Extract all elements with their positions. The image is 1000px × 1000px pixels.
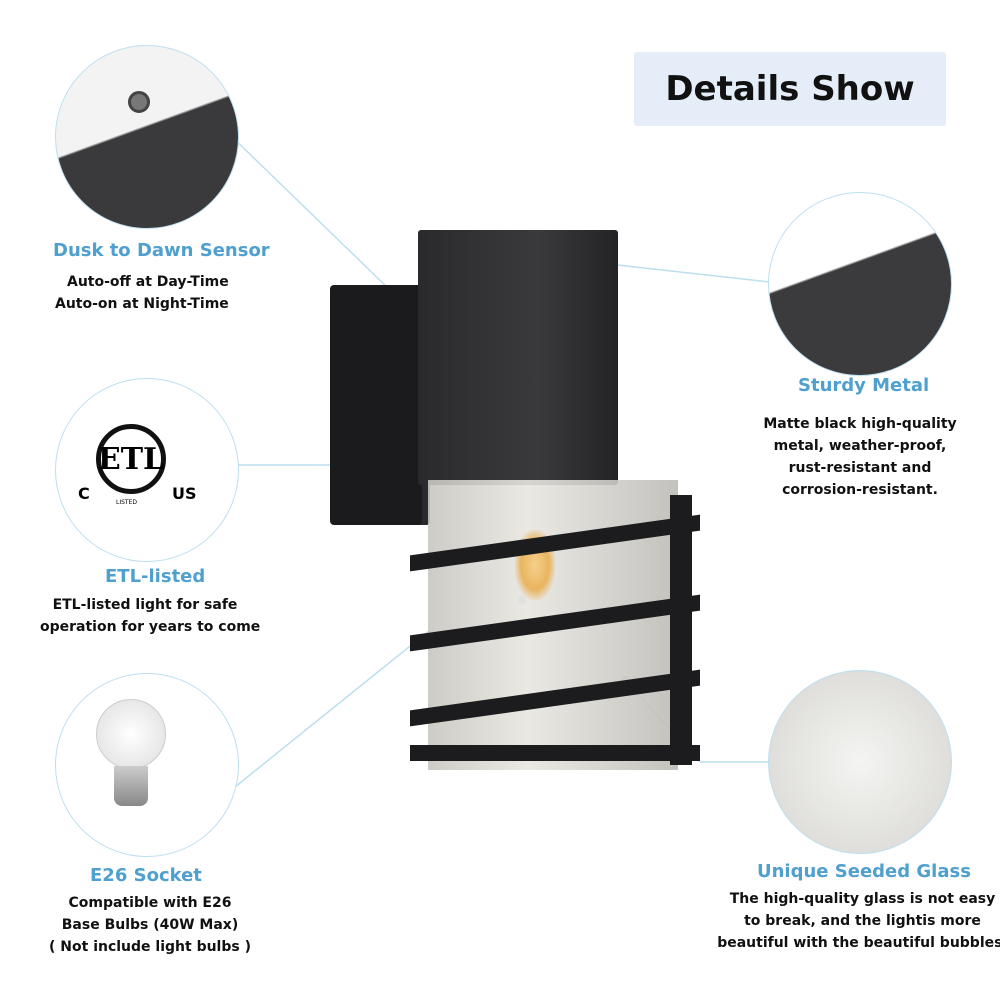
etl-logo: ETL bbox=[96, 424, 166, 494]
wall-plate bbox=[330, 285, 430, 525]
metal-detail-image bbox=[768, 192, 952, 376]
feature-heading: E26 Socket bbox=[90, 865, 202, 886]
glass-detail-image bbox=[768, 670, 952, 854]
title: Details Show bbox=[665, 69, 915, 109]
lamp-housing bbox=[418, 230, 618, 485]
lamp-product bbox=[330, 230, 700, 770]
feature-heading: Dusk to Dawn Sensor bbox=[53, 240, 270, 261]
feature-heading: ETL-listed bbox=[105, 566, 206, 587]
etl-logo-circle: ETL C US LISTED bbox=[55, 378, 239, 562]
feature-heading: Unique Seeded Glass bbox=[757, 861, 971, 882]
sensor-image bbox=[55, 45, 239, 229]
title-banner: Details Show bbox=[634, 52, 946, 126]
sensor-icon bbox=[128, 91, 150, 113]
feature-heading: Sturdy Metal bbox=[798, 375, 930, 396]
bulb-icon bbox=[96, 699, 166, 769]
bulb-image bbox=[55, 673, 239, 857]
